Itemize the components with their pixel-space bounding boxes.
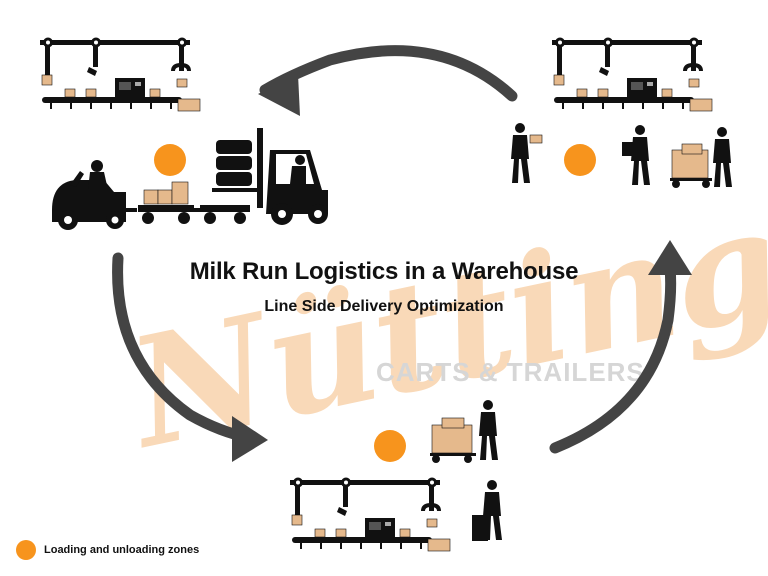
zone-marker-bottom — [374, 430, 406, 462]
diagram-title: Milk Run Logistics in a Warehouse — [189, 258, 579, 285]
cycle-arrow-icon — [259, 45, 518, 102]
zone-marker-left — [154, 144, 186, 176]
worker-icon — [511, 123, 543, 183]
legend-label: Loading and unloading zones — [44, 544, 200, 556]
cycle-arrows — [112, 45, 692, 462]
arrow-head-right — [648, 240, 692, 275]
hand-truck-icon — [430, 400, 498, 463]
assembly-line-icon — [39, 37, 201, 112]
watermark-tagline: CARTS & TRAILERS — [376, 357, 645, 387]
arrow-head-top — [258, 74, 300, 116]
assembly-line-icon — [289, 477, 451, 552]
diagram-subtitle: Line Side Delivery Optimization — [264, 298, 504, 315]
hand-truck-icon — [670, 127, 732, 188]
forklift-icon — [212, 128, 328, 225]
worker-icon — [472, 480, 502, 541]
worker-icon — [622, 125, 650, 185]
cycle-arrow-icon — [112, 252, 256, 444]
zone-markers — [154, 144, 596, 462]
legend-zone-marker — [16, 540, 36, 560]
cycle-arrow-icon — [549, 262, 677, 454]
assembly-line-icon — [551, 37, 713, 112]
arrow-head-left — [232, 416, 268, 462]
tugger-train-icon — [52, 160, 250, 230]
zone-marker-right — [564, 144, 596, 176]
legend: Loading and unloading zones — [16, 540, 199, 560]
